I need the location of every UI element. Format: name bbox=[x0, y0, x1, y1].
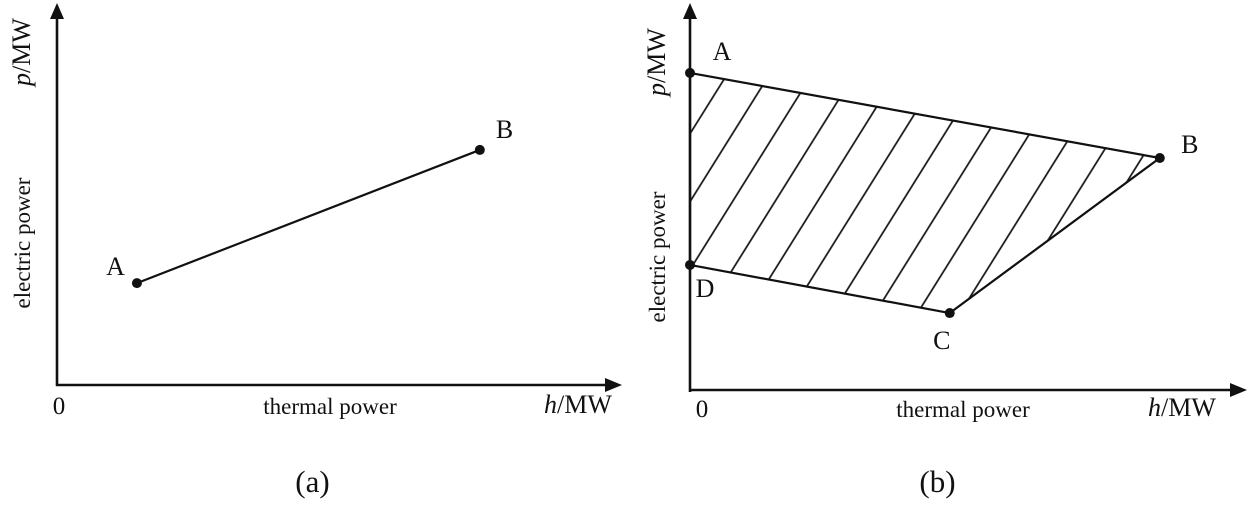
plot-svg-a: p/MW electric power 0 thermal power h/MW… bbox=[7, 3, 622, 420]
plot-svg-b: p/MW electric power 0 thermal power h/MW… bbox=[642, 3, 1247, 423]
origin-label: 0 bbox=[696, 396, 709, 423]
point-A-marker bbox=[131, 278, 142, 289]
feasible-region bbox=[688, 71, 1161, 315]
y-axis-title: p/MW bbox=[642, 28, 671, 98]
caption-a: (a) bbox=[295, 464, 330, 499]
caption-b: (b) bbox=[919, 464, 956, 499]
point-A-label: A bbox=[106, 252, 125, 281]
x-axis-label: thermal power bbox=[896, 397, 1030, 422]
plot-content-a: AB bbox=[106, 115, 513, 289]
x-axis-title: h/MW bbox=[1148, 393, 1216, 422]
point-A-marker bbox=[685, 67, 695, 78]
panel-a: p/MW electric power 0 thermal power h/MW… bbox=[7, 3, 622, 499]
y-axis-label: electric power bbox=[645, 191, 670, 322]
y-axis-title: p/MW bbox=[7, 18, 36, 88]
point-B-label: B bbox=[496, 115, 513, 144]
origin-label: 0 bbox=[53, 393, 66, 420]
x-axis-label: thermal power bbox=[263, 394, 397, 419]
x-axis-arrow-icon bbox=[605, 378, 622, 392]
plot-content-b: A B C D bbox=[685, 37, 1198, 355]
segment-A-B bbox=[136, 148, 481, 285]
point-B-label: B bbox=[1181, 130, 1198, 159]
panel-b: p/MW electric power 0 thermal power h/MW… bbox=[625, 0, 1250, 521]
x-axis-arrow-icon bbox=[1230, 383, 1247, 397]
point-C-marker bbox=[944, 308, 955, 319]
y-axis-label: electric power bbox=[10, 177, 35, 308]
x-axis-title: h/MW bbox=[544, 390, 612, 419]
point-B-marker bbox=[474, 144, 485, 155]
point-A-label: A bbox=[713, 37, 732, 66]
point-B-marker bbox=[1154, 153, 1165, 164]
point-D-label: D bbox=[696, 274, 715, 303]
y-axis-arrow-icon bbox=[50, 3, 64, 19]
point-C-label: C bbox=[933, 326, 950, 355]
y-axis-arrow-icon bbox=[683, 3, 697, 19]
point-D-marker bbox=[685, 259, 695, 270]
